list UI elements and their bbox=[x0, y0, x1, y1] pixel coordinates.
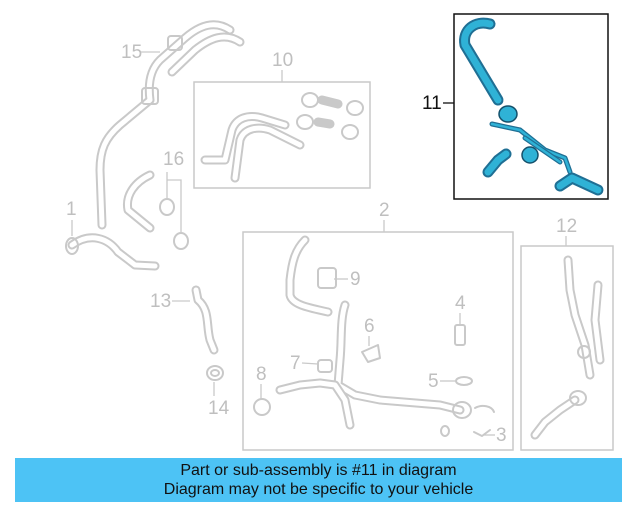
leader-7 bbox=[301, 362, 319, 365]
callout-4: 4 bbox=[455, 293, 466, 314]
info-banner: Part or sub-assembly is #11 in diagram D… bbox=[15, 458, 622, 502]
part-10-pipes bbox=[200, 92, 364, 183]
banner-line-1: Part or sub-assembly is #11 in diagram bbox=[180, 462, 457, 479]
part-14-cap bbox=[206, 365, 224, 381]
callout-8: 8 bbox=[256, 364, 267, 385]
callout-3: 3 bbox=[496, 425, 507, 446]
callout-2: 2 bbox=[379, 200, 390, 221]
box-2 bbox=[242, 231, 514, 451]
callout-14: 14 bbox=[208, 398, 230, 419]
part-13-hose bbox=[191, 285, 219, 355]
callout-1: 1 bbox=[66, 199, 77, 220]
callout-12: 12 bbox=[556, 216, 577, 237]
part-11-hose-assembly bbox=[459, 17, 604, 196]
callout-10: 10 bbox=[272, 50, 293, 71]
box-11 bbox=[453, 13, 609, 200]
callout-11: 11 bbox=[422, 93, 442, 114]
part-12-hose bbox=[530, 255, 605, 440]
callout-6: 6 bbox=[364, 316, 375, 337]
box-12 bbox=[520, 245, 614, 451]
leader-16 bbox=[166, 172, 182, 232]
callout-15: 15 bbox=[121, 42, 142, 63]
part-1-hose bbox=[65, 233, 160, 271]
banner-line-2: Diagram may not be specific to your vehi… bbox=[163, 481, 474, 498]
part-16-clamps bbox=[159, 198, 189, 250]
callout-7: 7 bbox=[290, 353, 301, 374]
callout-13: 13 bbox=[150, 291, 171, 312]
callout-5: 5 bbox=[428, 371, 439, 392]
callout-9: 9 bbox=[350, 269, 361, 290]
callout-16: 16 bbox=[163, 149, 184, 170]
part-15-pipe bbox=[95, 20, 245, 233]
part-2-pipes bbox=[253, 235, 495, 437]
